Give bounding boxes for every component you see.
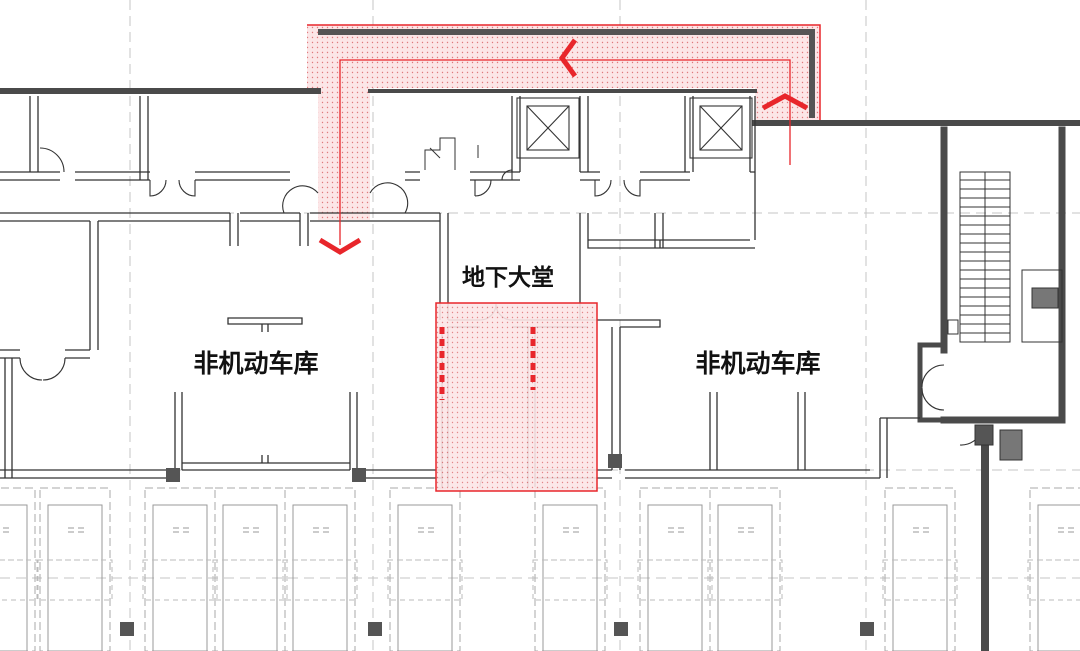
walls [0,88,1080,651]
parking-stall [387,487,463,651]
parking-stall [707,487,783,651]
evacuation-corridor [307,24,821,220]
parking-stall [882,487,958,651]
label-bike-garage-right: 非机动车库 [695,349,820,378]
parking-stalls [0,487,1080,651]
parking-stall [212,487,288,651]
columns [120,454,874,636]
elevators [516,97,753,159]
label-bike-garage-left: 非机动车库 [193,349,318,378]
parking-stall [282,487,358,651]
route-lines [318,38,809,255]
parking-stall [1027,487,1080,651]
main-stair [947,171,1063,461]
doors [19,147,983,488]
partitions [0,96,920,487]
label-underground-lobby: 地下大堂 [462,265,554,291]
small-stair [424,137,479,170]
parking-stall [0,487,38,651]
parking-stall [142,487,218,651]
parking-stall [637,487,713,651]
hall-route [435,302,598,492]
parking-stall [37,487,113,651]
parking-stall [532,487,608,651]
